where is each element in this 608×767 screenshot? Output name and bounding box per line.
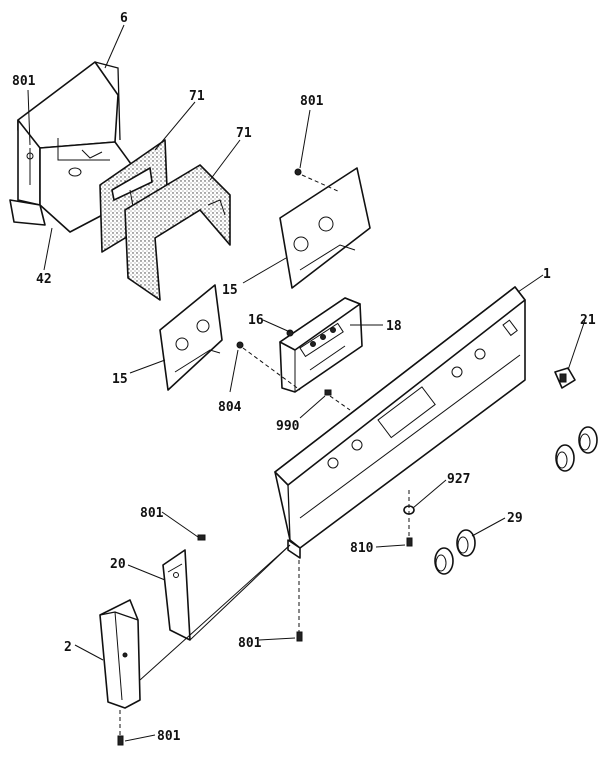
main-control-panel <box>274 286 526 559</box>
indicator-light <box>554 367 576 389</box>
electronic-control-board <box>279 297 363 393</box>
back-plate-upper <box>279 167 371 289</box>
knob <box>578 426 598 454</box>
callout-801-c: 801 <box>140 506 164 521</box>
callout-18: 18 <box>386 319 402 334</box>
callout-15-b: 15 <box>112 372 128 387</box>
callout-1: 1 <box>543 267 551 282</box>
callout-20: 20 <box>110 557 126 572</box>
callout-29: 29 <box>507 511 523 526</box>
callout-801-e: 801 <box>157 729 181 744</box>
screws <box>117 341 415 746</box>
top-cover-bracket <box>9 61 151 233</box>
insulation-panel-u-shaped <box>124 164 231 301</box>
callout-990: 990 <box>276 419 300 434</box>
knob <box>456 529 476 557</box>
screw <box>296 631 303 642</box>
callout-927: 927 <box>447 472 470 487</box>
callout-15-a: 15 <box>222 283 238 298</box>
control-knobs <box>434 426 598 575</box>
callout-21: 21 <box>580 313 596 328</box>
side-bracket <box>162 549 191 641</box>
callout-804: 804 <box>218 400 242 415</box>
screw <box>197 534 206 541</box>
callout-71-b: 71 <box>236 126 252 141</box>
end-cap <box>99 599 141 709</box>
callout-801-a: 801 <box>12 74 36 89</box>
callout-16: 16 <box>248 313 264 328</box>
knob <box>434 547 454 575</box>
callout-6: 6 <box>120 11 128 26</box>
callout-2: 2 <box>64 640 72 655</box>
callout-810: 810 <box>350 541 374 556</box>
callout-801-b: 801 <box>300 94 324 109</box>
screw <box>406 537 413 547</box>
callout-71-a: 71 <box>189 89 205 104</box>
knob <box>555 444 575 472</box>
screw <box>117 735 124 746</box>
screw <box>324 389 332 396</box>
callout-labels: 6 801 71 71 801 42 15 1 16 18 21 15 804 … <box>12 11 596 744</box>
screw <box>236 341 244 349</box>
callout-801-d: 801 <box>238 636 262 651</box>
callout-42: 42 <box>36 272 52 287</box>
leader-lines <box>27 24 586 742</box>
back-plate-lower <box>159 284 223 391</box>
